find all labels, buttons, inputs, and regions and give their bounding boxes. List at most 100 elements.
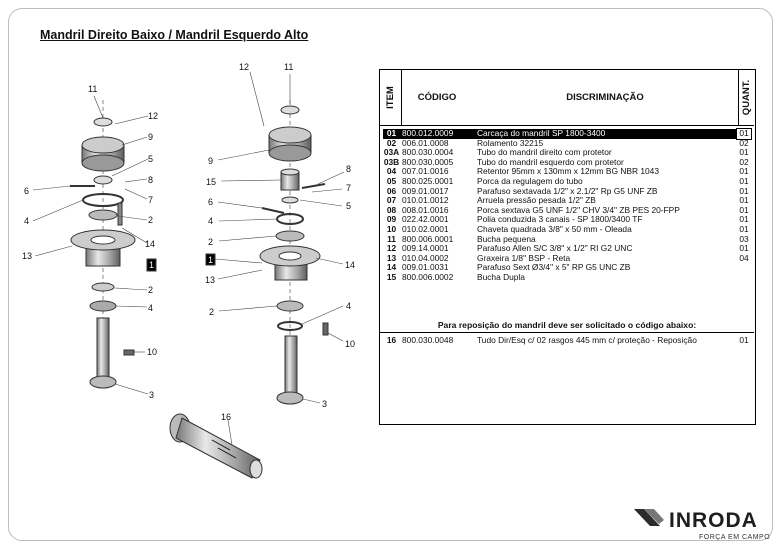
callout-r12: 12	[239, 62, 249, 72]
callout-r2: 2	[208, 237, 213, 247]
cell-qty: 01	[739, 243, 749, 254]
cell-desc: Tubo do mandril direito com protetor	[477, 147, 612, 158]
callout-1: 1	[149, 260, 154, 270]
callout-r7: 7	[346, 183, 351, 193]
cell-qty: 01	[739, 195, 749, 206]
callout-r15: 15	[206, 177, 216, 187]
callout-2: 2	[148, 215, 153, 225]
inroda-logo-icon	[634, 509, 664, 526]
cell-desc: Bucha pequena	[477, 233, 536, 244]
cell-item: 08	[386, 204, 397, 215]
cell-codigo: 009.01.0017	[402, 185, 449, 196]
callout-10: 10	[147, 347, 157, 357]
table-header: ITEM CÓDIGO DISCRIMINAÇÃO QUANT.	[380, 70, 754, 126]
callout-3: 3	[149, 390, 154, 400]
right-assembly	[205, 100, 329, 405]
right-callouts	[214, 71, 345, 404]
header-discriminacao: DISCRIMINAÇÃO	[566, 92, 644, 103]
cell-item: 15	[386, 271, 397, 282]
cell-desc: Arruela pressão pesada 1/2" ZB	[477, 195, 596, 206]
cell-desc: Parafuso Sext Ø3/4" x 5" RP G5 UNC ZB	[477, 262, 631, 273]
table-row: 13 010.04.0002 Graxeira 1/8" BSP - Reta 04	[383, 252, 752, 264]
callout-11: 11	[88, 84, 97, 94]
cell-item: 03B	[383, 156, 400, 167]
cell-codigo: 007.01.0016	[402, 166, 449, 177]
cell-codigo: 800.006.0002	[402, 271, 454, 282]
cell-codigo: 009.14.0001	[402, 243, 449, 254]
cell-desc: Rolamento 32215	[477, 137, 544, 148]
cell-qty: 01	[739, 223, 749, 234]
callout-r9: 9	[208, 156, 213, 166]
cell-qty: 01	[739, 204, 749, 215]
cell-codigo: 006.01.0008	[402, 137, 449, 148]
cell-desc: Bucha Dupla	[477, 271, 525, 282]
cell-qty: 01	[739, 147, 749, 158]
callout-5: 5	[148, 154, 153, 164]
cell-codigo: 800.030.0005	[402, 156, 454, 167]
callout-r4: 4	[208, 216, 213, 226]
cell-qty: 04	[739, 252, 749, 263]
cell-codigo: 800.025.0001	[402, 175, 454, 186]
cell-item: 03A	[383, 147, 400, 158]
callout-13: 13	[22, 251, 32, 261]
table-row-replacement: 16 800.030.0048 Tudo Dir/Esq c/ 02 rasgo…	[386, 335, 749, 345]
cell-codigo: 010.01.0012	[402, 195, 449, 206]
cell-codigo: 010.02.0001	[402, 223, 449, 234]
left-callout-numbers: 11 12 9 5 8 6 7 4 2 14 13 1 2 4 10 3	[22, 84, 158, 400]
cell-qty: 01	[736, 128, 752, 140]
callout-r11: 11	[284, 62, 293, 72]
callout-r4b: 4	[346, 301, 351, 311]
callout-9: 9	[148, 132, 153, 142]
cell-desc: Graxeira 1/8" BSP - Reta	[477, 252, 571, 263]
page-title: Mandril Direito Baixo / Mandril Esquerdo…	[40, 28, 309, 42]
callout-r2b: 2	[209, 307, 214, 317]
brand-tagline: FORÇA EM CAMPO	[699, 534, 771, 541]
cell-qty: 02	[739, 156, 749, 167]
left-callouts	[32, 95, 149, 395]
table-row: 02 006.01.0008 Rolamento 32215 02	[383, 137, 752, 149]
cell-codigo: 010.04.0002	[402, 252, 449, 263]
cell-item: 13	[386, 252, 397, 263]
table-row: 15 800.006.0002 Bucha Dupla	[383, 271, 752, 283]
left-assembly	[70, 100, 157, 389]
table-row: 08 008.01.0016 Porca sextava G5 UNF 1/2" C…	[383, 204, 752, 216]
cell-qty: 01	[739, 175, 749, 186]
cell-item: 01	[386, 128, 397, 138]
cell-codigo: 800.012.0009	[402, 128, 454, 138]
cell-desc: Carcaça do mandril SP 1800-3400	[477, 128, 606, 138]
callout-4b: 4	[148, 303, 153, 313]
callout-r14: 14	[345, 260, 355, 270]
cell-desc: Polia conduzida 3 canais - SP 1800/3400 …	[477, 214, 643, 225]
cell-desc: Retentor 95mm x 130mm x 12mm BG NBR 1043	[477, 166, 659, 177]
cell-item: 02	[386, 137, 397, 148]
cell-codigo: 008.01.0016	[402, 204, 449, 215]
callout-r5: 5	[346, 201, 351, 211]
callout-r13: 13	[205, 275, 215, 285]
cell-desc: Porca sextava G5 UNF 1/2" CHV 3/4" ZB PE…	[477, 204, 680, 215]
callout-r6: 6	[208, 197, 213, 207]
cell-qty: 01	[739, 185, 749, 196]
header-item: ITEM	[385, 86, 397, 109]
cell-qty: 03	[739, 233, 749, 244]
cell-item: 10	[386, 223, 397, 234]
cell-item: 12	[386, 243, 397, 254]
right-callout-numbers: 12 11 8 9 7 15 6 5 4 2 1 14 13 2 4 10 3	[205, 62, 355, 409]
replacement-tube-drawing	[169, 413, 263, 479]
callout-14: 14	[145, 239, 155, 249]
table-row: 01 800.012.0009 Carcaça do mandril SP 1800…	[383, 128, 752, 140]
callout-r8: 8	[346, 164, 351, 174]
cell-item: 05	[386, 175, 397, 186]
cell-qty: 02	[739, 137, 749, 148]
parts-table: ITEM CÓDIGO DISCRIMINAÇÃO QUANT. 01 800.0…	[379, 69, 756, 425]
callout-4: 4	[24, 216, 29, 226]
